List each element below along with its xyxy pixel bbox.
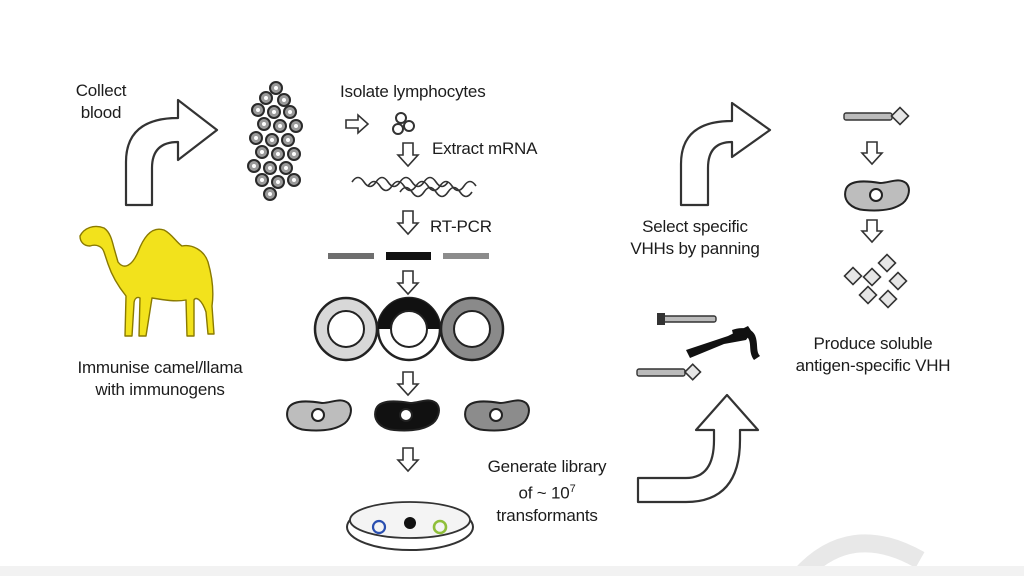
extract-mrna-label: Extract mRNA [432,139,538,158]
blood-cell-center [262,122,266,126]
blood-cell-center [286,138,290,142]
blood-cells-icon [247,81,303,201]
expression-cell-icon [844,179,910,212]
blood-cell-center [264,96,268,100]
blood-cell-center [276,180,280,184]
phage-display-icon [636,313,760,381]
pcr-products-icon [328,252,489,260]
blood-cell-center [270,138,274,142]
soluble-vhh-icon [843,253,908,309]
blood-cell-center [292,178,296,182]
down-arrow-icon [396,142,420,473]
blood-cell-center [274,86,278,90]
blood-cell-center [278,124,282,128]
down-arrow-icon [860,141,884,244]
blood-cell-center [260,150,264,154]
blood-cell-center [284,166,288,170]
generate-library-label: Generate library of ~ 107 transformants [487,457,607,525]
petri-dish-icon [346,501,474,551]
watermark-arc [793,534,925,576]
blood-cell-center [288,110,292,114]
blood-cell-center [276,152,280,156]
rt-pcr-label: RT-PCR [430,217,492,236]
bottom-band [0,566,1024,576]
blood-cell-center [256,108,260,112]
blood-cell-center [254,136,258,140]
curved-arrow-icon [679,101,772,207]
camel-icon [79,225,215,337]
blood-cell-center [268,192,272,196]
bacterial-cells-icon [286,399,530,432]
plasmid-rings-icon [313,296,505,362]
blood-cell-center [294,124,298,128]
blood-cell-center [260,178,264,182]
blood-cell-center [268,166,272,170]
lymphocytes-icon [392,112,415,135]
phage-vhh-icon [843,106,910,126]
blood-cell-center [252,164,256,168]
curved-arrow-icon [636,393,760,504]
isolate-lymphocytes-label: Isolate lymphocytes [340,82,486,101]
blood-cell-center [292,152,296,156]
mrna-strands-icon [351,176,477,198]
blood-cell-center [272,110,276,114]
curved-arrow-icon [124,98,219,207]
blood-cell-center [282,98,286,102]
right-arrow-icon [345,113,370,135]
